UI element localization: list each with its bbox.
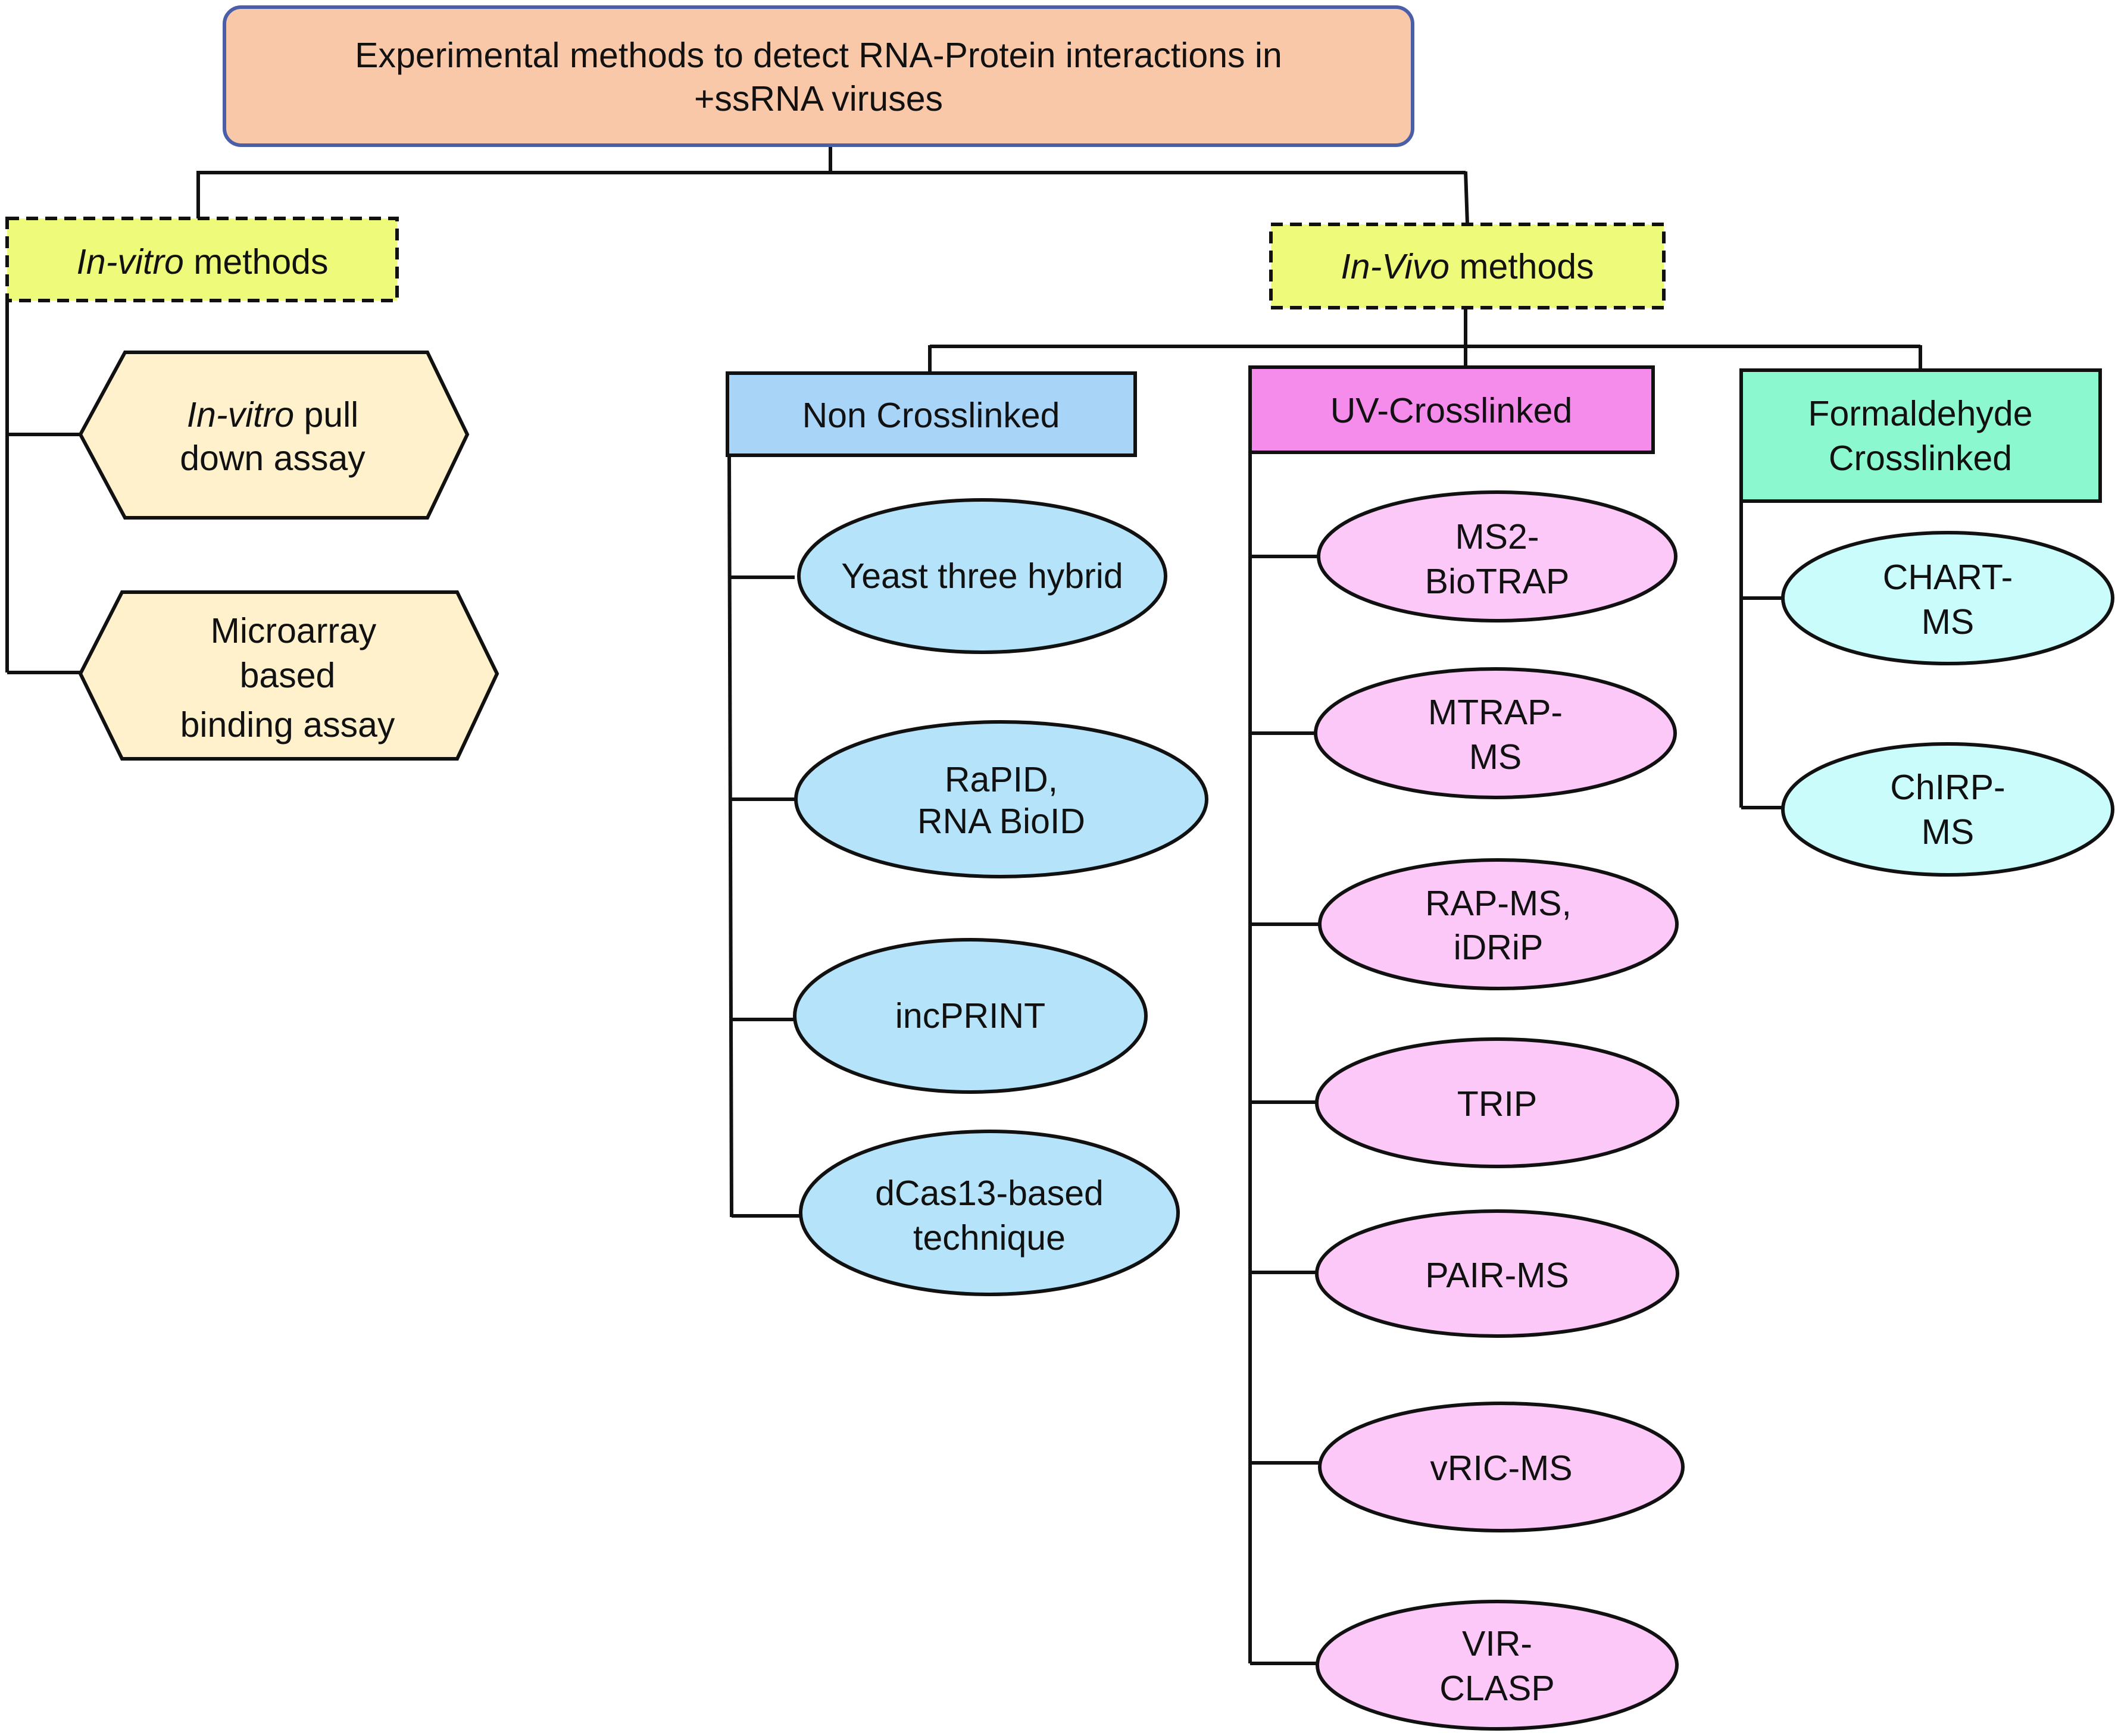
method-label-line-2: MS <box>1469 737 1522 777</box>
method-incprint: incPRINT <box>793 938 1148 1094</box>
method-vir-clasp: VIR- CLASP <box>1316 1600 1679 1731</box>
method-label-line-2: iDRiP <box>1454 928 1544 967</box>
method-label: PAIR-MS <box>1425 1256 1569 1295</box>
method-chart-ms: CHART- MS <box>1781 531 2114 665</box>
svg-text:In-vitro pull: In-vitro pull <box>187 395 359 434</box>
category-uv-crosslinked-label: UV-Crosslinked <box>1330 391 1573 430</box>
svg-text:In-vitro methods: In-vitro methods <box>76 242 328 281</box>
method-label: incPRINT <box>895 996 1045 1036</box>
method-rap-ms-idrip: RAP-MS, iDRiP <box>1318 858 1679 990</box>
method-chirp-ms: ChIRP- MS <box>1781 742 2114 877</box>
in-vitro-method-pull-down: In-vitro pull down assay <box>78 351 470 520</box>
microarray-line-2: based <box>240 656 336 695</box>
svg-text:In-Vivo methods: In-Vivo methods <box>1341 247 1594 286</box>
microarray-line-3: binding assay <box>180 705 395 745</box>
category-non-crosslinked-label: Non Crosslinked <box>802 396 1060 435</box>
method-label-line-1: MTRAP- <box>1428 693 1563 732</box>
category-uv-crosslinked: UV-Crosslinked <box>1248 365 1655 454</box>
title-line-1: Experimental methods to detect RNA-Prote… <box>355 36 1282 75</box>
method-label-line-1: RaPID, <box>945 760 1058 799</box>
method-label-line-1: CHART- <box>1883 558 2013 597</box>
category-formaldehyde-line-1: Formaldehyde <box>1808 394 2032 433</box>
method-label-line-2: technique <box>913 1218 1066 1258</box>
title-box: Experimental methods to detect RNA-Prote… <box>223 5 1414 147</box>
title-line-2: +ssRNA viruses <box>694 79 943 118</box>
method-label: vRIC-MS <box>1430 1449 1572 1488</box>
method-label-line-1: ChIRP- <box>1890 768 2005 807</box>
in-vitro-heading: In-vitro methods <box>5 217 399 302</box>
method-dcas13-based: dCas13-based technique <box>799 1130 1180 1296</box>
in-vitro-heading-rest: methods <box>184 242 329 281</box>
method-label-line-1: VIR- <box>1462 1624 1532 1663</box>
method-label-line-2: RNA BioID <box>917 802 1085 841</box>
in-vivo-heading-italic: In-Vivo <box>1341 247 1450 286</box>
pull-down-italic: In-vitro <box>187 395 294 434</box>
method-label-line-2: MS <box>1922 602 1975 642</box>
method-label-line-1: RAP-MS, <box>1425 884 1572 923</box>
method-label-line-1: MS2- <box>1455 517 1539 556</box>
method-label-line-2: MS <box>1922 812 1975 852</box>
method-yeast-three-hybrid: Yeast three hybrid <box>797 498 1167 654</box>
in-vivo-heading: In-Vivo methods <box>1269 223 1666 309</box>
method-label-line-2: CLASP <box>1439 1669 1554 1708</box>
category-non-crosslinked: Non Crosslinked <box>726 371 1137 457</box>
method-label: Yeast three hybrid <box>841 556 1123 596</box>
pull-down-line-2: down assay <box>180 439 366 478</box>
in-vivo-heading-rest: methods <box>1450 247 1594 286</box>
method-ms2-biotrap: MS2- BioTRAP <box>1317 490 1677 623</box>
pull-down-rest: pull <box>294 395 358 434</box>
in-vitro-heading-italic: In-vitro <box>76 242 183 281</box>
method-label-line-1: dCas13-based <box>875 1174 1104 1213</box>
microarray-line-1: Microarray <box>211 611 377 650</box>
method-vric-ms: vRIC-MS <box>1318 1402 1685 1532</box>
method-rapid-rna-bioid: RaPID, RNA BioID <box>794 720 1208 878</box>
method-label-line-2: BioTRAP <box>1425 562 1570 601</box>
method-mtrap-ms: MTRAP- MS <box>1314 667 1677 799</box>
category-formaldehyde-line-2: Crosslinked <box>1829 439 2012 478</box>
in-vitro-method-microarray: Microarray based binding assay <box>78 590 499 761</box>
connector-lines <box>5 145 1922 1665</box>
method-pair-ms: PAIR-MS <box>1315 1209 1679 1338</box>
method-label: TRIP <box>1457 1084 1537 1124</box>
method-trip: TRIP <box>1315 1037 1679 1168</box>
category-formaldehyde-crosslinked: Formaldehyde Crosslinked <box>1739 368 2102 503</box>
